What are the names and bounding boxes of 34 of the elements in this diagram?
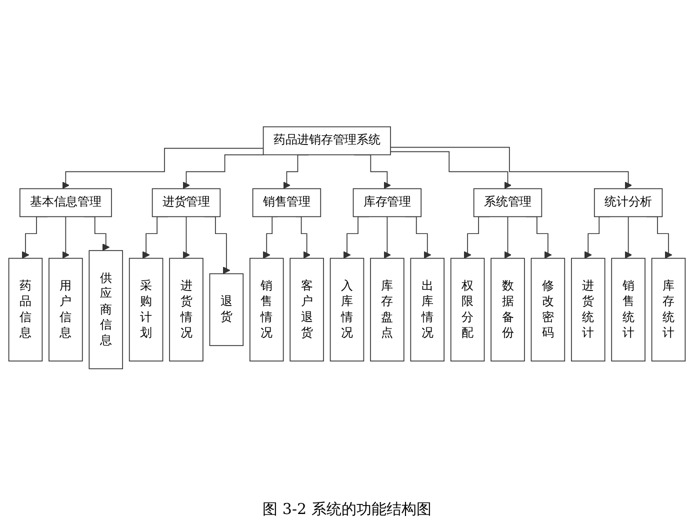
node-box: 进货管理 [152,188,221,218]
arrow [390,147,632,190]
node-box: 库存统计 [651,258,686,362]
arrow [383,216,391,259]
figure-caption: 图 3-2 系统的功能结构图 [262,500,432,519]
node-box: 统计分析 [594,188,663,218]
arrow [504,216,512,259]
node-box: 数据备份 [490,258,525,362]
node-box: 销售管理 [252,188,322,218]
node-box: 权限分配 [450,258,485,362]
arrow [390,151,512,190]
node-box: 退货 [209,274,244,346]
node-box: 供应商信息 [88,250,123,370]
node-box: 库存盘点 [370,258,404,362]
node-box: 修改密码 [530,258,566,362]
node-box: 出库情况 [410,258,444,362]
node-box: 库存管理 [352,188,422,218]
node-box: 进货统计 [571,258,606,362]
node-box: 销售情况 [250,258,284,362]
node-box: 入库情况 [330,258,364,362]
arrow [182,154,264,190]
node-box: 药品信息 [8,258,43,362]
node-box: 系统管理 [473,188,542,218]
arrow [182,216,190,259]
arrow [624,216,632,259]
node-box: 采购计划 [128,258,164,362]
arrow [62,148,264,190]
node-box: 药品进销存管理系统 [262,126,391,156]
node-box: 进货情况 [169,258,204,362]
node-box: 基本信息管理 [19,188,112,218]
node-box: 客户退货 [290,258,324,362]
node-box: 销售统计 [611,258,646,362]
node-box: 用户信息 [48,258,83,362]
arrow [62,216,70,259]
